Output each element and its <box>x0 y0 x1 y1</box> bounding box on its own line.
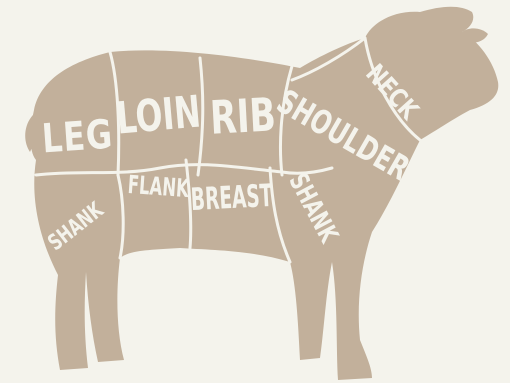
cut-label-loin: LOIN <box>114 86 202 145</box>
cut-label-flank: FLANK <box>127 169 191 203</box>
cut-label-leg: LEG <box>40 110 114 162</box>
cut-label-breast: BREAST <box>190 178 274 219</box>
ear <box>462 28 488 42</box>
cut-label-rib: RIB <box>209 87 277 145</box>
